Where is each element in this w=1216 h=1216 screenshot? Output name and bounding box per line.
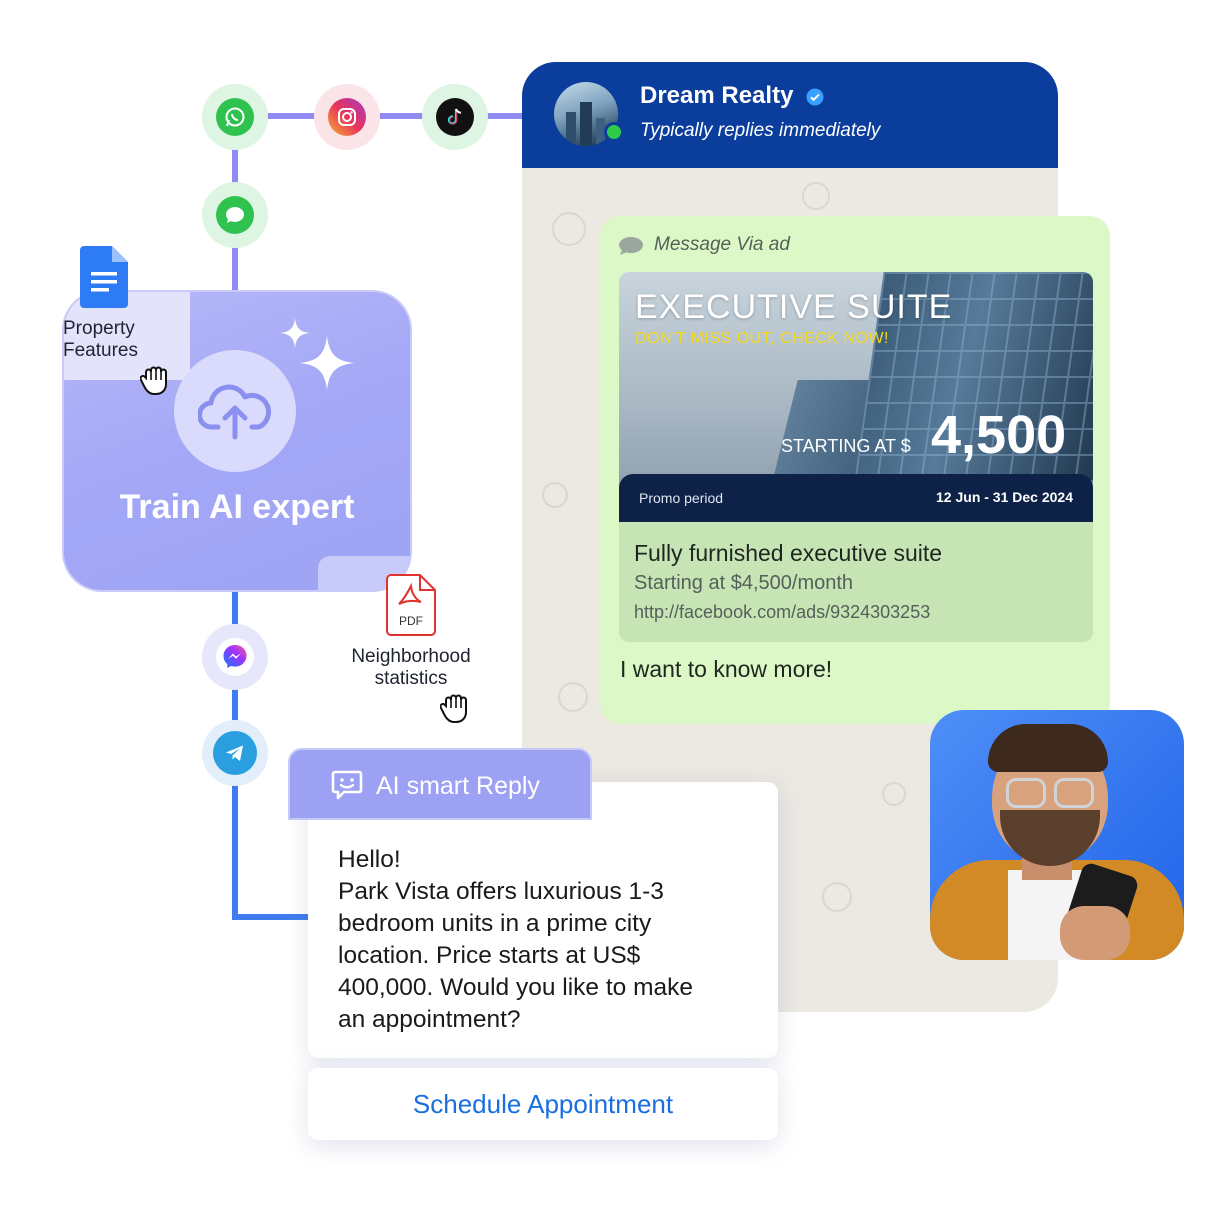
ai-reply-card: Hello! Park Vista offers luxurious 1-3 b… (308, 782, 778, 1058)
tiktok-channel[interactable] (422, 84, 488, 150)
imessage-channel[interactable] (202, 182, 268, 248)
grab-cursor-icon (140, 366, 167, 395)
ai-smart-reply-label: AI smart Reply (376, 772, 540, 800)
wallpaper-doodle (542, 482, 568, 508)
wallpaper-doodle (882, 782, 906, 806)
ad-headline: EXECUTIVE SUITE (635, 288, 953, 326)
upload-button[interactable] (174, 350, 296, 472)
wallpaper-doodle (552, 212, 586, 246)
telegram-channel[interactable] (202, 720, 268, 786)
imessage-icon (216, 196, 254, 234)
avatar[interactable] (554, 82, 618, 146)
chat-title: Dream Realty (640, 82, 794, 109)
ad-image[interactable]: EXECUTIVE SUITE DON'T MISS OUT, CHECK NO… (619, 272, 1093, 522)
tiktok-icon (436, 98, 474, 136)
pdf-label: PDF (399, 614, 423, 628)
person-photo (930, 710, 1184, 960)
promo-bar: Promo period 12 Jun - 31 Dec 2024 (619, 474, 1093, 522)
ad-price: 4,500 (931, 405, 1067, 465)
messenger-icon (216, 638, 254, 676)
connector-line-bottom (232, 914, 310, 920)
wallpaper-doodle (558, 682, 588, 712)
online-status-dot (604, 122, 624, 142)
ad-url[interactable]: http://facebook.com/ads/9324303253 (634, 602, 931, 622)
google-docs-icon[interactable] (80, 246, 128, 308)
wallpaper-doodle (802, 182, 830, 210)
whatsapp-icon (216, 98, 254, 136)
promo-label: Promo period (639, 490, 724, 506)
promo-dates: 12 Jun - 31 Dec 2024 (936, 489, 1073, 505)
ai-reply-text: Hello! Park Vista offers luxurious 1-3 b… (338, 846, 694, 1033)
bot-chat-icon (331, 770, 363, 800)
sparkle-icon (280, 318, 310, 348)
instagram-channel[interactable] (314, 84, 380, 150)
chat-header: Dream Realty Typically replies immediate… (522, 62, 1058, 168)
doc-label-property: Property Features (63, 318, 138, 361)
instagram-icon (328, 98, 366, 136)
chat-bubble-icon (619, 237, 643, 255)
wallpaper-doodle (822, 882, 852, 912)
ad-message-bubble: Message Via ad EXECUTIVE SUITE DON'T MIS… (600, 216, 1110, 724)
telegram-icon (213, 731, 257, 775)
message-via-label: Message Via ad (654, 234, 790, 255)
message-text: I want to know more! (620, 656, 833, 682)
train-ai-card[interactable]: Train AI expert (62, 290, 412, 592)
cloud-upload-icon (198, 384, 272, 440)
ad-tagline: DON'T MISS OUT, CHECK NOW! (635, 330, 889, 347)
schedule-appointment-button[interactable]: Schedule Appointment (308, 1068, 778, 1140)
ad-price-line: Starting at $4,500/month (634, 572, 854, 594)
grab-cursor-icon (440, 694, 467, 723)
whatsapp-channel[interactable] (202, 84, 268, 150)
verified-badge-icon (806, 88, 824, 106)
train-ai-title: Train AI expert (119, 488, 355, 526)
ad-title: Fully furnished executive suite (634, 540, 943, 566)
doc-label-neighborhood: Neighborhood statistics (351, 646, 471, 689)
sparkle-icon (299, 335, 355, 391)
ai-smart-reply-tab[interactable]: AI smart Reply (288, 748, 592, 820)
ad-link-preview[interactable]: Fully furnished executive suite Starting… (619, 522, 1093, 642)
messenger-channel[interactable] (202, 624, 268, 690)
chat-subtitle: Typically replies immediately (640, 120, 881, 141)
ad-starting-label: STARTING AT $ (781, 436, 911, 456)
pdf-icon[interactable]: PDF (386, 574, 436, 636)
